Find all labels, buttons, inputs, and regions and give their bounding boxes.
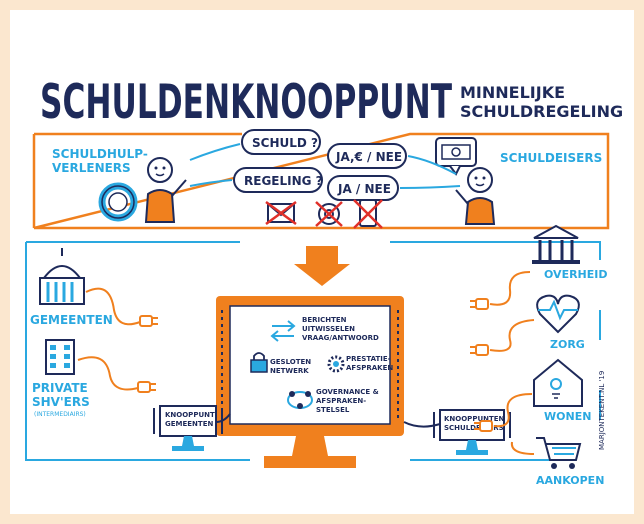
- feature2-line1: GESLOTEN: [270, 358, 311, 366]
- plug-icon: [470, 298, 489, 310]
- schuldeisers-label: SCHULDEISERS: [500, 151, 602, 165]
- private-label-1: PRIVATE: [32, 381, 88, 395]
- wonen-label: WONEN: [544, 410, 591, 423]
- feature4-line3: STELSEL: [316, 406, 350, 414]
- network-people-icon: [287, 391, 313, 409]
- svg-text:SCHULD ?: SCHULD ?: [252, 136, 318, 150]
- plug-icon: [474, 420, 493, 432]
- feature4-line2: AFSPRAKEN-: [316, 397, 366, 405]
- gemeenten-label: GEMEENTEN: [30, 313, 113, 327]
- plug-icon: [137, 381, 156, 393]
- central-screen: [216, 296, 404, 468]
- aankopen-label: AANKOPEN: [536, 474, 604, 487]
- main-title: SCHULDENKNOOPPUNT: [40, 75, 452, 130]
- feature3-line2: AFSPRAKEN: [346, 364, 393, 372]
- private-cable: [77, 356, 139, 391]
- exchange-arrows-icon: [270, 320, 296, 342]
- feature2-line2: NETWERK: [270, 367, 309, 375]
- subtitle-line-1: MINNELIJKE: [460, 83, 565, 102]
- city-hall-icon: [39, 248, 85, 305]
- zorg-cable: [489, 319, 535, 352]
- gears-icon: [327, 355, 345, 373]
- down-arrow-icon: [294, 246, 350, 286]
- bubble-schuld: SCHULD ?: [241, 129, 321, 155]
- svg-text:JA,€ / NEE: JA,€ / NEE: [335, 150, 402, 164]
- schuldhulpverleners-label-1: SCHULDHULP-: [52, 147, 148, 161]
- left-bracket: [25, 241, 250, 461]
- aankopen-cable: [510, 441, 535, 455]
- feature1-line1: BERICHTEN: [302, 316, 347, 324]
- zorg-label: ZORG: [550, 338, 585, 351]
- overheid-cable: [489, 271, 531, 306]
- feature4-line1: GOVERNANCE &: [316, 388, 379, 396]
- government-building-icon: [532, 224, 580, 264]
- cable-right-monitor: [403, 421, 441, 428]
- office-building-icon: [45, 339, 75, 375]
- wonen-cable: [493, 393, 533, 428]
- shopping-cart-icon: [536, 437, 582, 469]
- bubble-regeling: REGELING ?: [233, 167, 323, 193]
- person-left-icon: [144, 157, 187, 223]
- cable-left-monitor: [215, 413, 231, 423]
- feature1-line3: VRAAG/ANTWOORD: [302, 334, 379, 342]
- feature3-line1: PRESTATIE-: [346, 355, 391, 363]
- private-label-2: SHV'ERS: [32, 395, 90, 409]
- drawing-frame: SCHULDENKNOOPPUNT MINNELIJKE SCHULDREGEL…: [10, 10, 634, 514]
- dialog-line-left: [189, 143, 241, 187]
- svg-text:KNOOPPUNTEN: KNOOPPUNTEN: [444, 415, 505, 423]
- bubble-ja-euro-nee: JA,€ / NEE: [327, 143, 407, 169]
- svg-text:SCHULDEISERS: SCHULDEISERS: [444, 424, 504, 432]
- svg-text:KNOOPPUNT: KNOOPPUNT: [165, 411, 215, 419]
- person-right-icon: [455, 167, 496, 225]
- gemeenten-cable: [85, 287, 141, 326]
- svg-text:REGELING ?: REGELING ?: [244, 174, 323, 188]
- lifebuoy-icon: [98, 182, 138, 222]
- plug-icon: [470, 344, 489, 356]
- monitor-knooppunt-gemeenten: KNOOPPUNT GEMEENTEN: [153, 405, 223, 451]
- subtitle-line-2: SCHULDREGELING: [460, 102, 623, 121]
- svg-text:GEMEENTEN: GEMEENTEN: [165, 420, 213, 428]
- money-bubble-icon: [435, 137, 477, 176]
- padlock-icon: [250, 352, 268, 373]
- monitor-knooppunten-schuldeisers: KNOOPPUNTEN SCHULDEISERS: [433, 409, 511, 455]
- phone-crossed-icon: [353, 199, 383, 229]
- right-bracket: [390, 241, 601, 461]
- svg-text:JA / NEE: JA / NEE: [337, 182, 391, 196]
- schuldhulpverleners-label-2: VERLENERS: [52, 161, 131, 175]
- envelope-crossed-icon: [265, 200, 297, 226]
- heart-pulse-icon: [536, 294, 580, 334]
- overheid-label: OVERHEID: [544, 268, 608, 281]
- house-icon: [533, 358, 583, 407]
- plug-icon: [139, 315, 158, 327]
- dialog-line-right: [399, 155, 461, 189]
- feature1-line2: UITWISSELEN: [302, 325, 355, 333]
- at-sign-crossed-icon: [315, 201, 343, 227]
- private-label-small: (INTERMEDIAIRS): [34, 411, 86, 418]
- credit-text: MARJONTEKENT.NL '19: [598, 371, 606, 450]
- bubble-ja-nee: JA / NEE: [327, 175, 399, 201]
